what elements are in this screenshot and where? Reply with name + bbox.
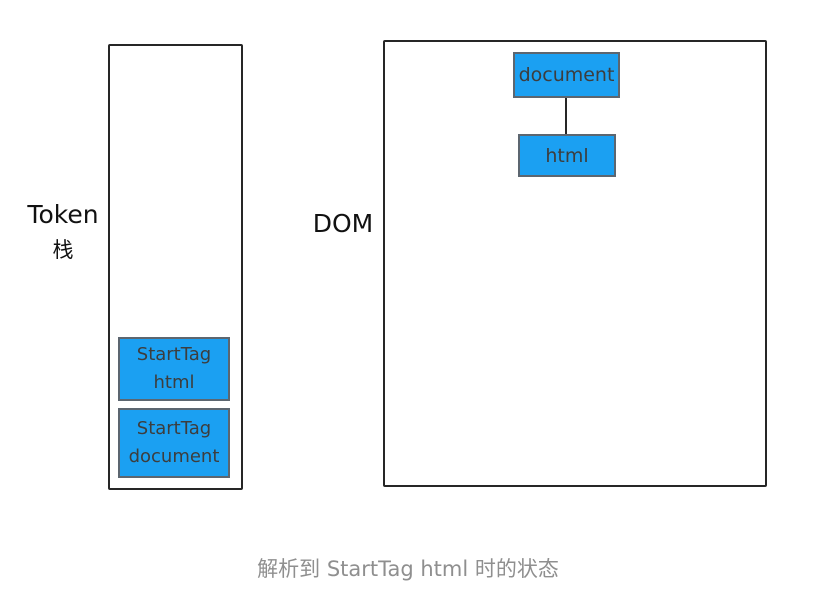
dom-container <box>383 40 767 487</box>
stack-token-line1: StartTag <box>136 418 212 440</box>
dom-node-document: document <box>513 52 620 98</box>
dom-node-document-label: document <box>518 64 615 86</box>
dom-node-html: html <box>518 134 616 177</box>
dom-label: DOM <box>312 209 374 238</box>
stack-token-starttag-document: StartTag document <box>118 408 230 478</box>
token-stack-label: Token 栈 <box>18 202 108 261</box>
token-stack-label-line2: 栈 <box>52 238 74 262</box>
stack-token-line1: StartTag <box>136 344 212 366</box>
token-stack-label-line1: Token <box>27 200 99 229</box>
stack-token-line2: html <box>153 372 195 393</box>
stack-token-line2: document <box>128 446 220 467</box>
stack-token-starttag-html: StartTag html <box>118 337 230 401</box>
tree-edge-document-html <box>565 98 567 134</box>
dom-node-html-label: html <box>545 144 589 167</box>
diagram-caption: 解析到 StartTag html 时的状态 <box>257 557 559 581</box>
token-stack-container <box>108 44 243 490</box>
